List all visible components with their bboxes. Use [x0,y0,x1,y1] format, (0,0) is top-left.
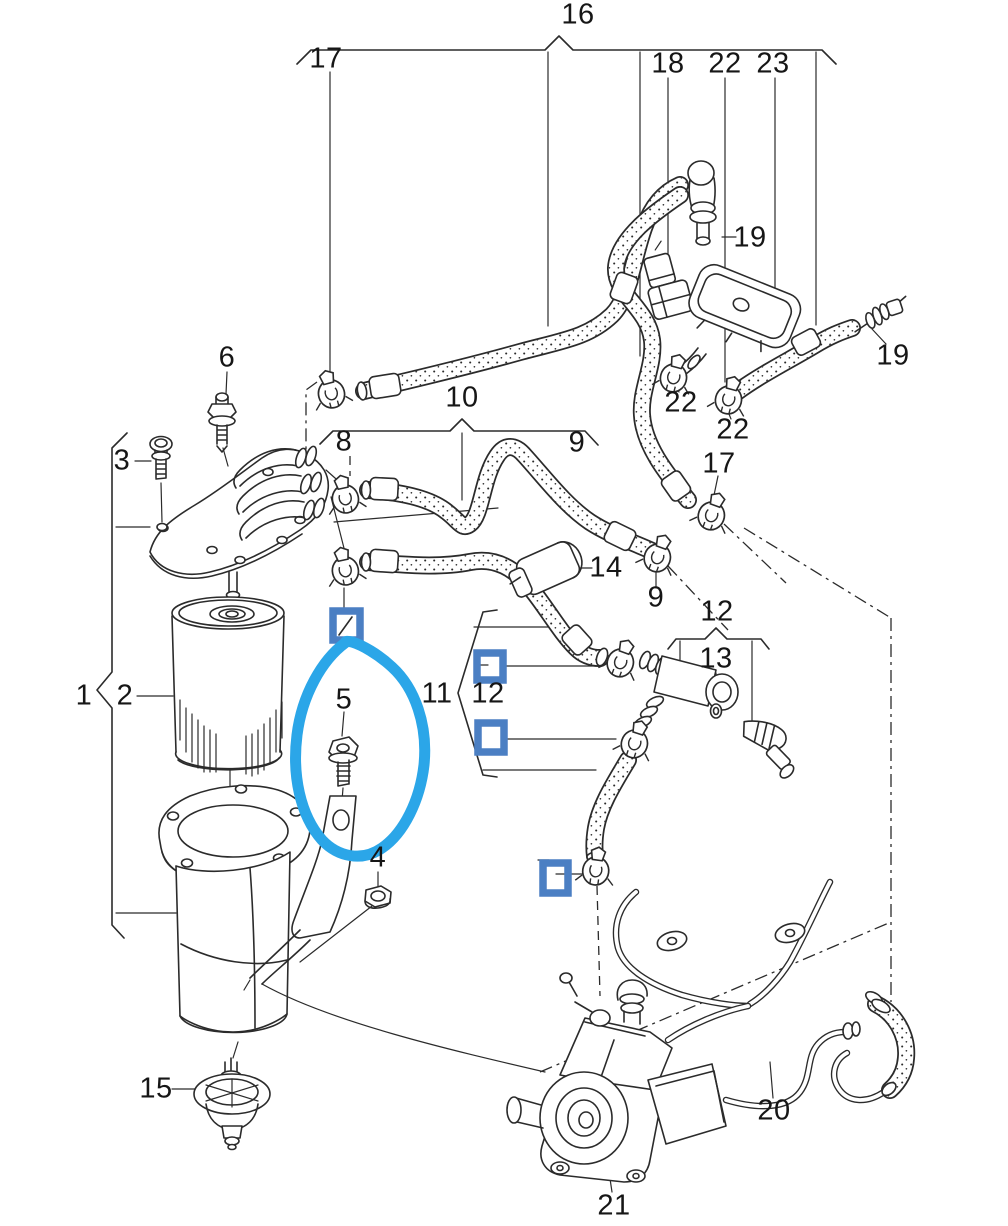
filter-housing [158,784,311,1059]
connector-19-top [687,160,717,246]
callout-11: 11 [421,677,453,710]
callout-22a: 22 [708,47,742,80]
fuel-lines-20 [612,878,897,1110]
bolt-5 [328,736,359,787]
fitting-19-right [854,295,907,333]
callout-10: 10 [445,381,479,414]
callout-17b: 17 [702,447,736,480]
nut-4 [364,885,392,909]
covered-marks [338,587,489,666]
callout-14: 14 [589,551,623,584]
highlight-circle-part-5 [290,635,431,862]
bolt-6 [207,392,237,453]
callout-21: 21 [597,1189,631,1222]
callout-4: 4 [369,841,387,874]
callout-20: 20 [757,1094,791,1127]
bracket-plate-23 [688,263,802,353]
sensor-12-right [742,720,795,779]
callout-22b: 22 [664,386,698,419]
callout-9b: 9 [647,581,665,614]
callout-19a: 19 [733,221,767,254]
highlight-square-2 [473,649,507,684]
callout-17a: 17 [309,42,343,75]
drain-sensor-15 [193,1057,271,1151]
callout-13: 13 [699,642,733,675]
fuel-filter-assembly [149,392,546,1151]
tandem-pump-21 [506,972,727,1183]
callout-6: 6 [218,341,236,374]
middle-parts [508,160,907,779]
highlight-square-1 [329,607,364,644]
mounting-bracket [243,795,546,1073]
highlight-square-3 [474,719,508,756]
callout-5: 5 [335,683,353,716]
callout-15: 15 [139,1072,173,1105]
callout-19b: 19 [876,339,910,372]
callout-8: 8 [335,425,353,458]
callout-2: 2 [116,679,134,712]
sensor-14 [508,541,583,598]
hose-cuffs [356,271,822,863]
o-ring-13 [709,703,723,719]
bolt-3 [149,435,173,480]
filter-element [171,596,285,793]
callout-9a: 9 [568,426,586,459]
callout-18: 18 [651,47,685,80]
callout-12a: 12 [700,595,734,628]
callout-3: 3 [113,444,131,477]
filter-flange [149,445,330,609]
highlight-square-4 [539,859,572,897]
callout-1: 1 [75,679,93,712]
callout-23: 23 [756,47,790,80]
callout-22c: 22 [716,413,750,446]
callout-12b: 12 [471,677,505,710]
clip-18 [643,240,694,320]
callout-16: 16 [561,0,595,31]
